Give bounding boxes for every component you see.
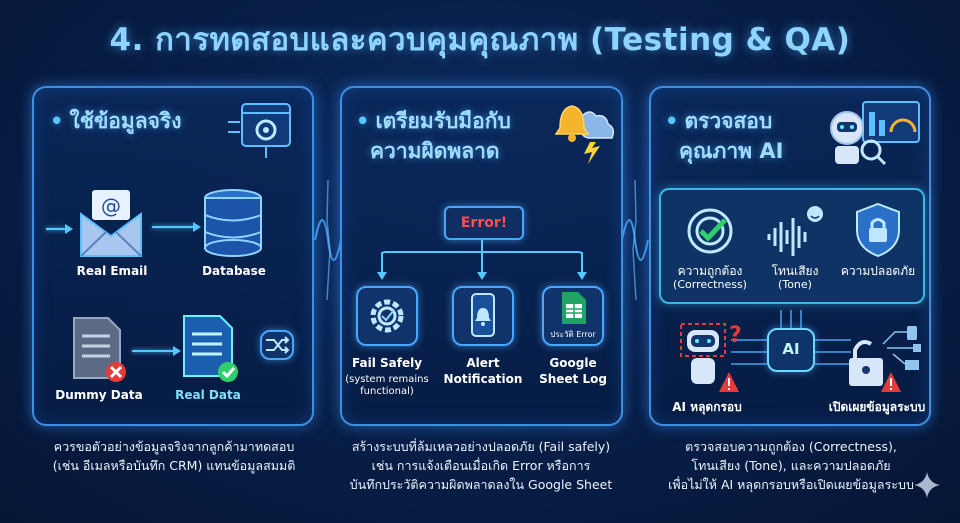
panel-heading: •ใช้ข้อมูลจริง: [50, 109, 182, 133]
arrow-dummy-to-real: [132, 346, 181, 356]
ai-chip-label: AI: [782, 340, 800, 358]
email-icon: @: [80, 190, 142, 257]
fail-safely-sub-2: functional): [360, 386, 414, 397]
caption-real-data: ควรขอตัวอย่างข้อมูลจริงจากลูกค้ามาทดสอบ …: [52, 439, 296, 473]
panel-real-data: •ใช้ข้อมูลจริง @ Real Email Database: [32, 86, 314, 426]
voice-wave-icon: [767, 206, 823, 256]
connector-glow: [314, 180, 342, 300]
page-title: 4. การทดสอบและควบคุมคุณภาพ (Testing & QA…: [109, 22, 851, 58]
database-label: Database: [202, 264, 266, 278]
panel-ai-quality: •ตรวจสอบ คุณภาพ AI: [649, 86, 931, 426]
google-sheet-icon: ประวัติ Error: [542, 286, 604, 346]
fail-safely-sub-1: (system remains: [345, 374, 429, 385]
ai-jailbreak-label: AI หลุดกรอบ: [672, 400, 742, 414]
caption-error-handling: สร้างระบบที่ล้มเหลวอย่างปลอดภัย (Fail sa…: [349, 439, 613, 492]
check-target-icon: [687, 208, 733, 254]
svg-text:@: @: [101, 194, 121, 218]
arrow-in: [46, 224, 73, 234]
panel-heading: •เตรียมรับมือกับ ความผิดพลาด: [356, 109, 511, 163]
robot-warning-icon: ?: [680, 323, 742, 392]
panel-heading: •ตรวจสอบ คุณภาพ AI: [665, 109, 784, 163]
caption-ai-quality: ตรวจสอบความถูกต้อง (Correctness), โทนเสี…: [668, 439, 914, 492]
svg-text:?: ?: [729, 323, 742, 348]
robot-dashboard-icon: [830, 101, 920, 166]
phone-alert-icon: [452, 286, 514, 346]
correctness-label-1: ความถูกต้อง: [677, 264, 743, 278]
ai-chip: AI: [767, 328, 815, 372]
database-icon: [204, 189, 262, 257]
shield-lock-icon: [856, 202, 900, 258]
sheet-icon-label: ประวัติ Error: [550, 330, 596, 339]
real-email-label: Real Email: [76, 264, 148, 278]
tone-label-1: โทนเสียง: [771, 264, 819, 278]
lock-data-leak-icon: [849, 326, 921, 392]
bell-cloud-icon: [554, 105, 615, 164]
alert-label-2: Notification: [443, 372, 523, 386]
real-document-icon: [183, 315, 238, 382]
branch-arrows: [377, 240, 587, 280]
connector-glow: [621, 180, 649, 300]
sheet-label-1: Google: [549, 356, 597, 370]
fail-safely-label: Fail Safely: [351, 356, 423, 370]
gear-settings-icon: [356, 286, 418, 346]
sheet-label-2: Sheet Log: [539, 372, 607, 386]
security-label: ความปลอดภัย: [840, 264, 916, 278]
gear-window-icon: [228, 103, 291, 158]
quality-criteria-card: ความถูกต้อง (Correctness) โทนเสียง (Tone…: [659, 188, 925, 304]
data-leak-label: เปิดเผยข้อมูลระบบ: [828, 400, 926, 414]
sparkle-icon: [914, 472, 940, 498]
alert-label-1: Alert: [466, 356, 500, 370]
correctness-label-2: (Correctness): [673, 278, 747, 291]
circuit-lines: [731, 310, 851, 365]
dummy-document-icon: [73, 317, 126, 382]
panel-error-handling: •เตรียมรับมือกับ ความผิดพลาด Error!: [340, 86, 623, 426]
arrow-email-to-db: [152, 222, 201, 232]
tone-label-2: (Tone): [778, 278, 812, 291]
error-label: Error!: [460, 215, 508, 231]
error-box: Error!: [444, 206, 524, 240]
real-data-label: Real Data: [175, 388, 241, 402]
shuffle-icon: [260, 330, 294, 360]
dummy-data-label: Dummy Data: [55, 388, 143, 402]
